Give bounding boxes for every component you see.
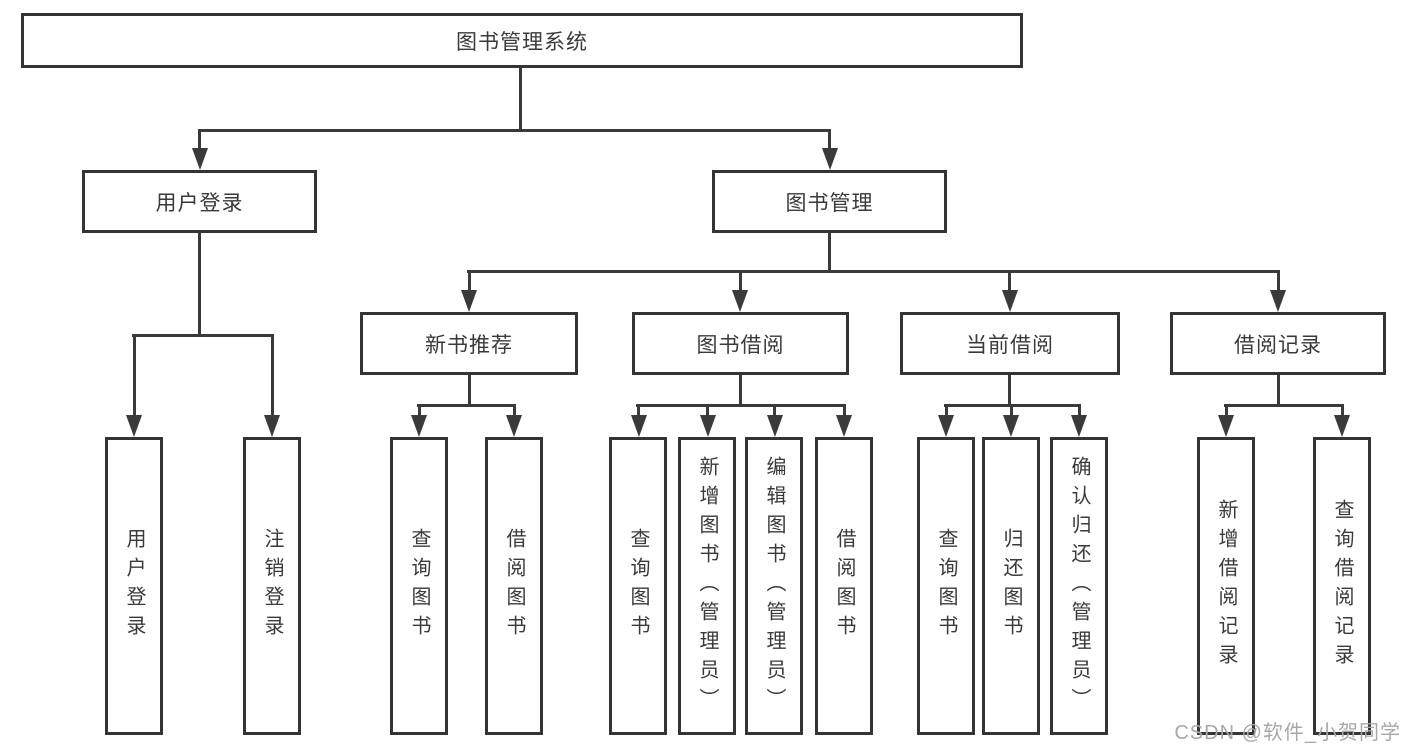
arrowhead-borrow-book-icon — [836, 415, 852, 437]
connector-borrow-stem — [739, 375, 742, 407]
node-borrow-record: 借阅记录 — [1170, 312, 1386, 375]
connector-drop-borrow-query — [637, 404, 640, 417]
node-add-book-admin: 新增图书（管理员） — [678, 437, 736, 735]
arrowhead-edit-book-icon — [767, 415, 783, 437]
arrowhead-user-login-icon — [192, 148, 208, 170]
node-new-book-recommend: 新书推荐 — [360, 312, 578, 375]
connector-drop-recommend-borrow — [513, 404, 516, 417]
arrowhead-recommend-query-icon — [411, 415, 427, 437]
csdn-watermark: CSDN @软件_小贺同学 — [1174, 722, 1401, 744]
connector-root-stem — [519, 68, 522, 132]
arrowhead-record-icon — [1270, 290, 1286, 312]
connector-recommend-stem — [468, 375, 471, 407]
connector-root-bar — [198, 129, 831, 132]
connector-drop-edit-book — [773, 404, 776, 417]
node-current-query-book: 查询图书 — [917, 437, 975, 735]
node-confirm-return-admin: 确认归还（管理员） — [1050, 437, 1108, 735]
arrowhead-add-record-icon — [1218, 415, 1234, 437]
connector-drop-confirm-return — [1078, 404, 1081, 417]
connector-drop-add-record — [1225, 404, 1228, 417]
connector-drop-borrow-book — [843, 404, 846, 417]
connector-book-mgmt-stem — [828, 233, 831, 273]
node-current-borrow: 当前借阅 — [900, 312, 1120, 375]
arrowhead-recommend-borrow-icon — [506, 415, 522, 437]
arrowhead-return-book-icon — [1003, 415, 1019, 437]
node-edit-book-admin: 编辑图书（管理员） — [745, 437, 803, 735]
connector-drop-current-query — [945, 404, 948, 417]
connector-record-stem — [1277, 375, 1280, 407]
arrowhead-add-book-icon — [700, 415, 716, 437]
connector-drop-login — [133, 334, 136, 416]
connector-current-stem — [1008, 375, 1011, 407]
arrowhead-confirm-return-icon — [1071, 415, 1087, 437]
connector-borrow-bar — [636, 404, 846, 407]
connector-drop-current — [1008, 270, 1011, 292]
connector-recommend-bar — [417, 404, 516, 407]
arrowhead-logout-icon — [264, 415, 280, 437]
connector-drop-user-login — [198, 129, 201, 149]
node-recommend-query-book: 查询图书 — [390, 437, 448, 735]
arrowhead-current-query-icon — [938, 415, 954, 437]
connector-drop-recommend — [468, 270, 471, 292]
connector-drop-add-book — [706, 404, 709, 417]
connector-user-login-stem — [198, 233, 201, 336]
connector-drop-recommend-query — [418, 404, 421, 417]
node-logout-action: 注销登录 — [243, 437, 301, 735]
connector-record-bar — [1224, 404, 1344, 407]
node-borrow-query-book: 查询图书 — [609, 437, 667, 735]
arrowhead-recommend-icon — [461, 290, 477, 312]
connector-drop-record — [1277, 270, 1280, 292]
node-query-borrow-record: 查询借阅记录 — [1313, 437, 1371, 735]
arrowhead-borrow-query-icon — [631, 415, 647, 437]
node-return-book: 归还图书 — [982, 437, 1040, 735]
arrowhead-borrow-icon — [732, 290, 748, 312]
connector-drop-return-book — [1010, 404, 1013, 417]
node-recommend-borrow-book: 借阅图书 — [485, 437, 543, 735]
arrowhead-book-management-icon — [822, 148, 838, 170]
connector-book-mgmt-bar — [467, 270, 1280, 273]
node-user-login-action: 用户登录 — [105, 437, 163, 735]
arrowhead-login-icon — [126, 415, 142, 437]
node-add-borrow-record: 新增借阅记录 — [1197, 437, 1255, 735]
arrowhead-query-record-icon — [1334, 415, 1350, 437]
connector-drop-book-management — [828, 129, 831, 149]
node-book-management: 图书管理 — [712, 170, 947, 233]
connector-drop-logout — [271, 334, 274, 416]
node-user-login: 用户登录 — [82, 170, 317, 233]
arrowhead-current-icon — [1002, 290, 1018, 312]
connector-user-login-bar — [132, 334, 274, 337]
connector-drop-query-record — [1341, 404, 1344, 417]
connector-drop-borrow — [739, 270, 742, 292]
node-book-borrow: 图书借阅 — [632, 312, 849, 375]
node-borrow-book: 借阅图书 — [815, 437, 873, 735]
node-library-system: 图书管理系统 — [21, 13, 1023, 68]
